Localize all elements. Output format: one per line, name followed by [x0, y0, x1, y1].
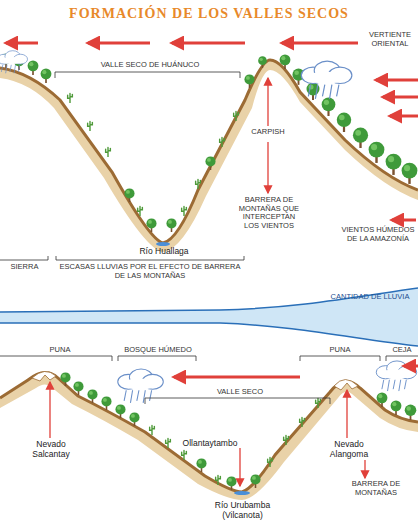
- diagram-title: FORMACIÓN DE LOS VALLES SECOS: [0, 6, 418, 22]
- zone-label: BOSQUE HÚMEDO: [122, 346, 194, 355]
- region-label: VERTIENTE ORIENTAL: [362, 31, 418, 48]
- zone-label: SIERRA: [2, 263, 47, 272]
- place-label: Ollantaytambo: [175, 439, 245, 449]
- note-text: BARRERA DE MONTAÑAS QUE INTERCEPTAN LOS …: [236, 196, 302, 231]
- river-label: Río Urubamba (Vilcanota): [205, 501, 280, 521]
- mountain-label: Nevado Salcantay: [20, 440, 82, 460]
- note-text: BARRERA DE MONTAÑAS: [338, 480, 414, 497]
- valley-label: VALLE SECO: [200, 388, 280, 397]
- valley-label: VALLE SECO DE HUÁNUCO: [80, 61, 220, 70]
- mountain-label: Nevado Alangoma: [318, 440, 380, 460]
- zone-label: PUNA: [320, 346, 360, 355]
- mountain-label: CARPISH: [240, 128, 296, 137]
- river-label: Río Huallaga: [128, 247, 200, 257]
- zone-label: CEJA: [386, 346, 418, 355]
- zone-label: PUNA: [40, 346, 80, 355]
- wind-label: VIENTOS HÚMEDOS DE LA AMAZONÍA: [340, 226, 416, 243]
- band-label: CANTIDAD DE LLUVIA: [330, 293, 410, 302]
- note-text: ESCASAS LLUVIAS POR EL EFECTO DE BARRERA…: [56, 263, 244, 280]
